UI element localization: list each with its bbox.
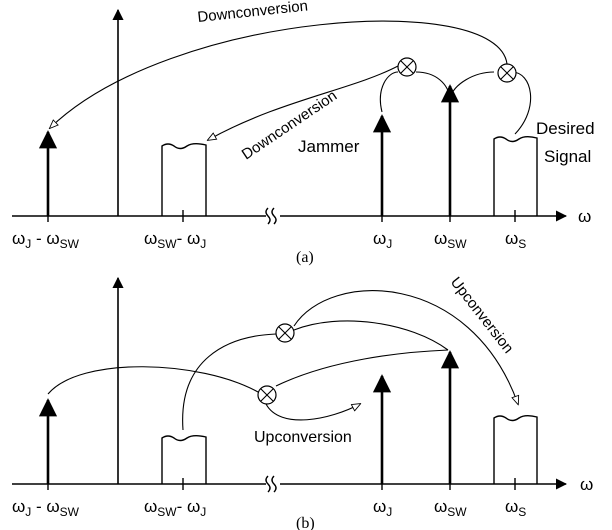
tick-label-signal: ωS [505, 497, 526, 519]
switch-to-mixer-arc-right [449, 71, 495, 99]
upconversion-arrow-lower [265, 404, 360, 421]
downconversion-arrow-upper [50, 20, 508, 128]
desired-label-line1: Desired [536, 119, 595, 138]
tick-label-jammer: ωJ [373, 497, 392, 519]
panel-b: ω ωJ - ωSW ωSW- ωJ ωJ ωSW ωS [12, 274, 593, 530]
upconversion-label-lower: Upconversion [254, 429, 352, 446]
mixer-icon [257, 385, 277, 405]
upconversion-label-upper: Upconversion [447, 274, 517, 357]
panel-a: ω ωJ - ωSW ωSW- ωJ ωJ ωSW ωS [12, 0, 595, 266]
downconversion-arrow-lower [208, 65, 399, 140]
downconversion-label-upper: Downconversion [197, 0, 309, 26]
tick-label-switch-minus-jammer: ωSW- ωJ [144, 497, 206, 519]
upconverted-signal-block [493, 415, 538, 484]
axis-omega-label: ω [580, 475, 593, 494]
jammer-label: Jammer [298, 137, 360, 156]
tick-label-jammer: ωJ [373, 229, 392, 251]
mixer-to-switch-path-lower [275, 349, 449, 387]
image-to-mixer-path [47, 366, 259, 395]
tick-label-switch-minus-jammer: ωSW- ωJ [144, 229, 206, 251]
jammer-to-mixer-arc [380, 71, 399, 113]
signal-to-mixer-path [182, 333, 277, 431]
desired-signal-block [493, 136, 538, 216]
desired-label-line2: Signal [544, 147, 591, 166]
mixer-icon [497, 63, 517, 83]
mixer-icon [397, 57, 417, 77]
signal-to-mixer-arc [511, 71, 532, 135]
tick-label-switch: ωSW [434, 497, 467, 519]
tick-label-jammer-minus-switch: ωJ - ωSW [12, 229, 80, 251]
baseband-signal-block [161, 435, 207, 484]
caption-b: (b) [296, 515, 315, 530]
axis-break-mark [265, 475, 277, 493]
caption-a: (a) [296, 249, 314, 266]
tick-label-jammer-minus-switch: ωJ - ωSW [12, 497, 80, 519]
mixer-icon [275, 323, 295, 343]
downconverted-signal-block [161, 143, 207, 216]
mixer-to-switch-arc-left [415, 71, 451, 99]
axis-omega-label: ω [578, 207, 591, 226]
tick-label-signal: ωS [505, 229, 526, 251]
axis-break-mark [265, 207, 277, 225]
mixer-to-switch-path-upper [293, 320, 449, 351]
tick-label-switch: ωSW [434, 229, 467, 251]
upconversion-arrow-upper [293, 290, 518, 404]
